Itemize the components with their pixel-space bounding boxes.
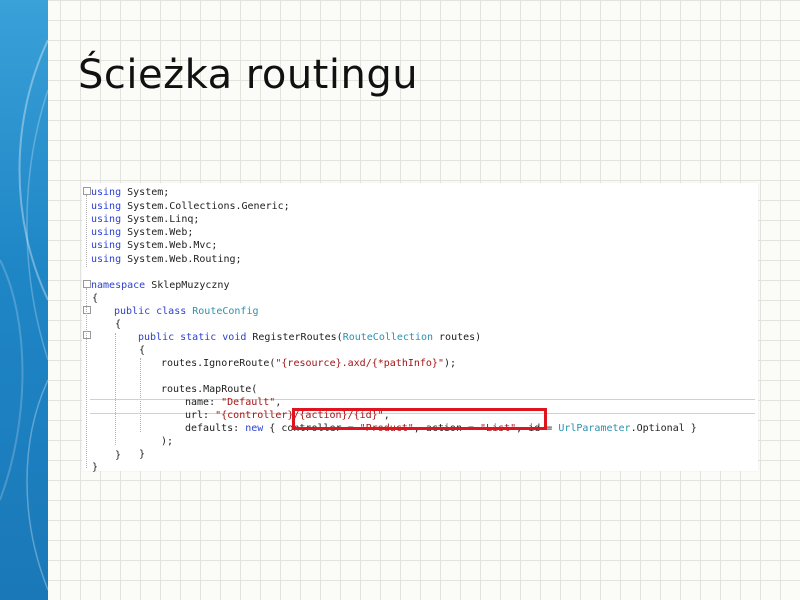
code-line: }	[115, 450, 122, 461]
code-line: using System.Collections.Generic;	[91, 201, 290, 212]
code-line: using System.Linq;	[91, 214, 200, 225]
code-line: public class RouteConfig	[114, 306, 259, 317]
code-line: using System.Web.Routing;	[91, 254, 242, 265]
indent-guide	[86, 195, 87, 267]
indent-guide	[140, 358, 141, 432]
slide-title: Ścieżka routingu	[78, 52, 419, 98]
fold-marker-icon	[83, 331, 91, 339]
indent-guide	[115, 333, 116, 445]
code-line: using System.Web.Mvc;	[91, 240, 218, 251]
code-line: name: "Default",	[185, 397, 282, 408]
code-line: }	[139, 449, 146, 460]
code-line: using System.Web;	[91, 227, 194, 238]
fold-marker-icon	[83, 280, 91, 288]
code-line: url: "{controller}/{action}/{id}",	[185, 410, 390, 421]
code-line: namespace SklepMuzyczny	[91, 280, 230, 291]
fold-marker-icon	[83, 306, 91, 314]
fold-marker-icon	[83, 187, 91, 195]
highlight-annotation-box	[292, 408, 547, 430]
code-line: routes.IgnoreRoute("{resource}.axd/{*pat…	[161, 358, 457, 369]
code-screenshot: using System; using System.Collections.G…	[82, 183, 758, 471]
code-line: );	[161, 436, 174, 447]
indent-guide	[86, 288, 87, 468]
code-line: routes.MapRoute(	[161, 384, 258, 395]
code-line: }	[92, 462, 99, 473]
code-line: public static void RegisterRoutes(RouteC…	[138, 332, 482, 343]
code-line: {	[139, 345, 146, 356]
current-line-marker	[90, 399, 755, 414]
side-decoration-bar	[0, 0, 48, 600]
code-line: {	[115, 319, 122, 330]
code-line: using System;	[91, 187, 170, 198]
code-line: {	[92, 293, 99, 304]
swirl-decoration	[0, 39, 48, 591]
